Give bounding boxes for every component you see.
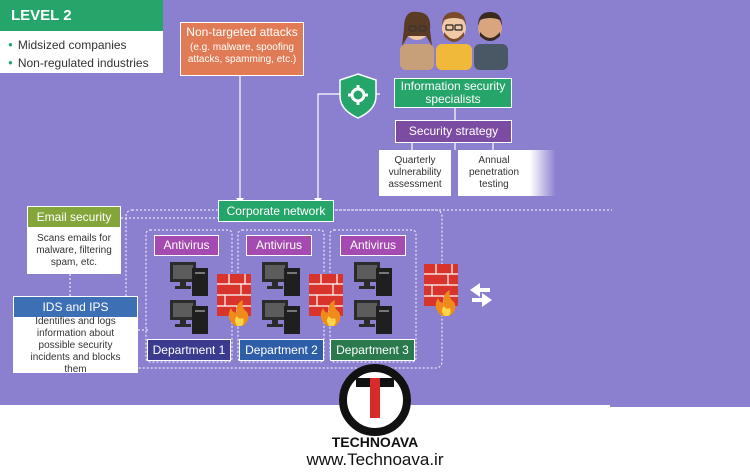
brand-name: TECHNOAVA xyxy=(331,434,419,450)
website-url[interactable]: www.Technoava.ir xyxy=(306,450,444,469)
department-label: Department 1 xyxy=(147,339,231,361)
department-label: Department 3 xyxy=(330,339,415,361)
threats-box: Non-targeted attacks (e.g. malware, spoo… xyxy=(180,22,304,76)
strategy-fade xyxy=(530,150,556,196)
ids-ips-title: IDS and IPS xyxy=(13,296,138,318)
strategy-item: Annual penetration testing xyxy=(458,150,530,196)
security-strategy-box: Security strategy xyxy=(395,120,512,143)
antivirus-badge: Antivirus xyxy=(154,235,219,256)
level-item: Non-regulated industries xyxy=(8,55,157,73)
level-item: Midsized companies xyxy=(8,37,157,55)
antivirus-badge: Antivirus xyxy=(246,235,312,256)
threats-title: Non-targeted attacks xyxy=(186,25,298,39)
department-label: Department 2 xyxy=(239,339,324,361)
email-security-desc: Scans emails for malware, filtering spam… xyxy=(27,228,121,274)
ids-ips-desc: Identifies and logs information about po… xyxy=(13,316,138,375)
strategy-item: Quarterly vulnerability assessment xyxy=(379,150,451,196)
background-fade xyxy=(610,395,750,407)
threats-subtitle: (e.g. malware, spoofing attacks, spammin… xyxy=(187,42,297,65)
level-title: LEVEL 2 xyxy=(0,0,163,31)
email-security-title: Email security xyxy=(27,206,121,228)
level-list: Midsized companies Non-regulated industr… xyxy=(0,31,163,73)
specialists-box: Information security specialists xyxy=(394,78,512,108)
corporate-network-box: Corporate network xyxy=(218,200,334,222)
exchange-arrows-icon xyxy=(470,283,492,307)
antivirus-badge: Antivirus xyxy=(340,235,406,256)
level-panel: Midsized companies Non-regulated industr… xyxy=(0,31,163,73)
